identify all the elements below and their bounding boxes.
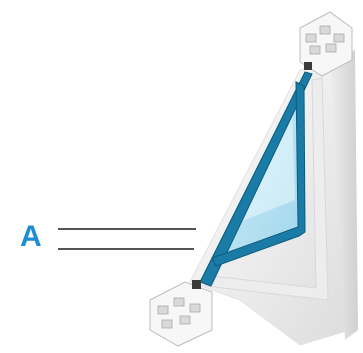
glazing-bead xyxy=(211,81,306,267)
bottom-profile-section xyxy=(149,280,213,347)
callout-label-a: A xyxy=(20,220,42,253)
spacer-bar xyxy=(199,71,313,287)
sash-inner xyxy=(204,77,329,301)
top-profile-section xyxy=(299,11,353,77)
frame-right-face xyxy=(330,50,358,340)
